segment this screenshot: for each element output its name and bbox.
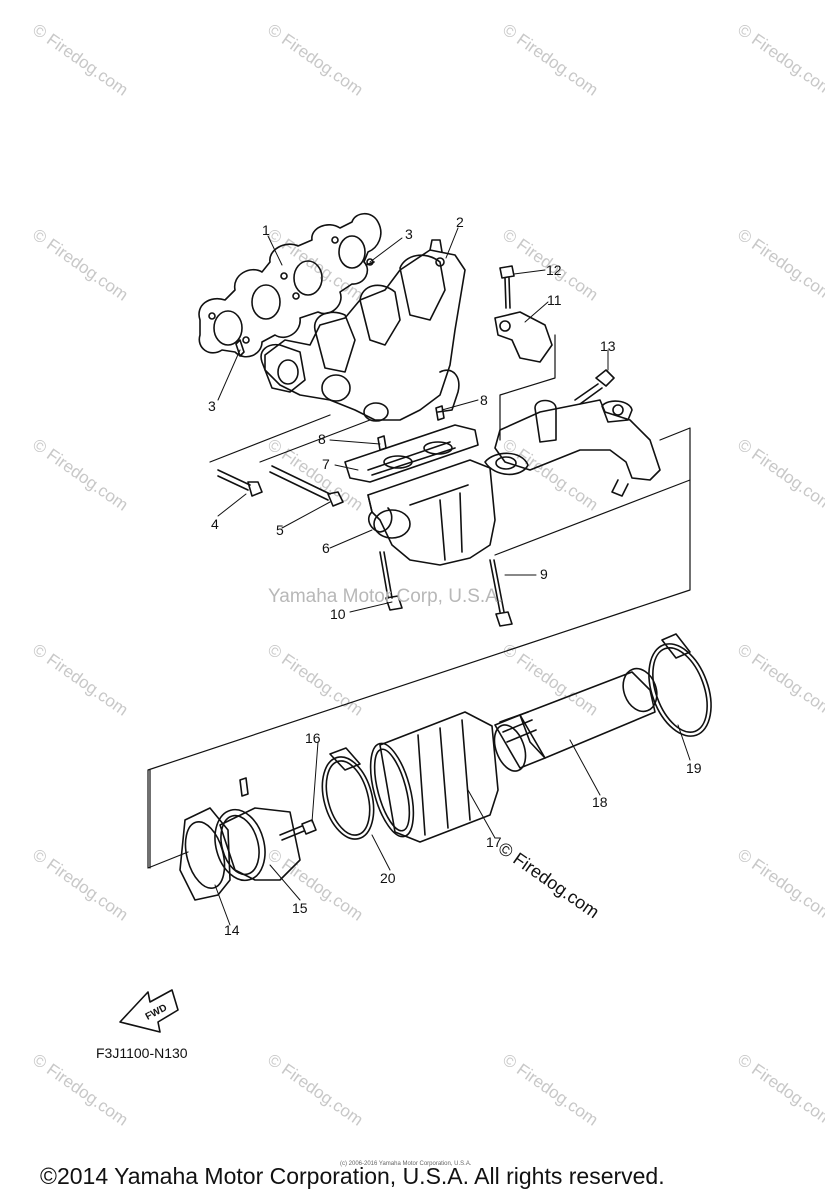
callout-18: 18: [592, 794, 608, 810]
bolt-16: [279, 819, 317, 841]
callout-9: 9: [540, 566, 548, 582]
callout-13: 13: [600, 338, 616, 354]
bolt-5: [269, 465, 344, 507]
water-pipe: [484, 399, 661, 497]
bolt-4: [217, 469, 263, 497]
callout-17: 17: [486, 834, 502, 850]
callout-8b: 8: [480, 392, 488, 408]
rubber-coupler-17: [369, 711, 499, 843]
callout-4: 4: [211, 516, 219, 532]
callout-5: 5: [276, 522, 284, 538]
callout-1: 1: [262, 222, 270, 238]
callout-2: 2: [456, 214, 464, 230]
callout-14: 14: [224, 922, 240, 938]
bolt-9: [489, 559, 513, 627]
bolt-8: [377, 405, 445, 451]
exhaust-pipe-18: [493, 667, 658, 772]
callout-6: 6: [322, 540, 330, 556]
callout-11: 11: [547, 292, 562, 308]
bracket-11: [494, 311, 553, 363]
footer-copyright: ©2014 Yamaha Motor Corporation, U.S.A. A…: [40, 1163, 665, 1189]
callout-15: 15: [292, 900, 308, 916]
callout-10: 10: [330, 606, 346, 622]
hose-clamp-20: [321, 747, 375, 840]
fwd-arrow-icon: [119, 989, 179, 1033]
footer-small-copyright: (c) 2006-2016 Yamaha Motor Corporation, …: [340, 1161, 472, 1167]
bolt-10: [379, 551, 403, 611]
hose-clamp-19: [648, 633, 712, 737]
exhaust-elbow: [367, 459, 496, 566]
callout-20: 20: [380, 870, 396, 886]
bolt-12: [499, 265, 515, 309]
stud: [235, 261, 375, 357]
callout-3b: 3: [208, 398, 216, 414]
gasket-7: [344, 424, 479, 483]
exhaust-manifold: [260, 239, 466, 422]
pipe-joint-15: [214, 777, 301, 882]
callout-12: 12: [546, 262, 562, 278]
center-watermark: Yamaha Motor Corp, U.S.A.: [268, 586, 504, 607]
guide-lines: [147, 334, 691, 869]
callout-19: 19: [686, 760, 702, 776]
callout-7: 7: [322, 456, 330, 472]
callout-8a: 8: [318, 431, 326, 447]
leader-lines: [214, 227, 691, 926]
callout-16: 16: [305, 730, 321, 746]
callout-3a: 3: [405, 226, 413, 242]
part-code: F3J1100-N130: [96, 1045, 188, 1061]
bolt-13: [574, 369, 615, 405]
gasket-14: [179, 807, 231, 901]
